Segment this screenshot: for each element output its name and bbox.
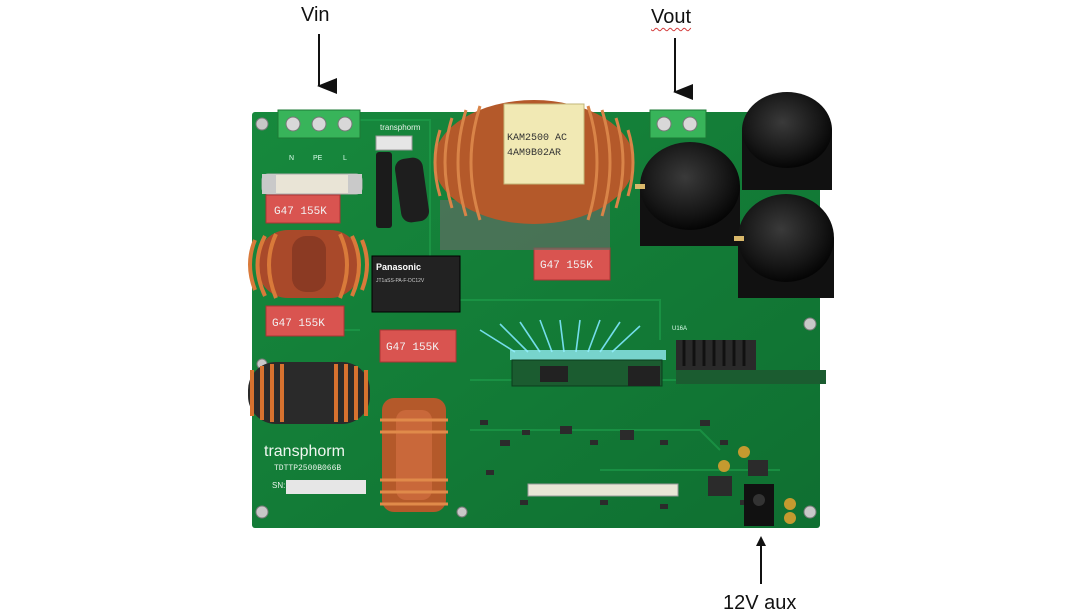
svg-text:Panasonic: Panasonic	[376, 262, 421, 272]
heatsink: U16A	[672, 326, 826, 384]
aux-power-jack	[744, 484, 774, 526]
main-toroid-inductor: KAM2500 AC 4AM9B02AR	[433, 100, 635, 250]
svg-text:JT1aSS-PA-F-DC12V: JT1aSS-PA-F-DC12V	[376, 278, 425, 284]
emi-choke-1	[248, 230, 369, 299]
svg-text:G47 155K: G47 155K	[386, 342, 439, 354]
bulk-capacitor-1	[742, 92, 832, 190]
terminal-label-l: L	[343, 155, 347, 162]
aux-label: 12V aux	[723, 592, 797, 614]
part-number: TDTTP2500B066B	[274, 464, 341, 473]
control-circuitry	[480, 420, 768, 509]
film-capacitor-1: G47 155K	[265, 194, 341, 224]
svg-text:G47 155K: G47 155K	[272, 318, 325, 330]
svg-text:U16A: U16A	[672, 326, 687, 332]
brand-logo: transphorm	[264, 443, 345, 460]
output-terminal-block	[649, 109, 707, 139]
vin-label: Vin	[301, 4, 330, 26]
emi-choke-3	[380, 398, 448, 512]
input-terminal-block	[277, 109, 361, 139]
svg-text:KAM2500 AC: KAM2500 AC	[507, 133, 567, 144]
terminal-label-pe: PE	[313, 155, 323, 162]
vout-label: Vout	[651, 6, 692, 28]
svg-text:G47 155K: G47 155K	[274, 206, 327, 218]
terminal-label-n: N	[289, 155, 294, 162]
film-capacitor-3: G47 155K	[379, 329, 457, 363]
emi-choke-2	[248, 362, 370, 424]
svg-text:G47 155K: G47 155K	[540, 260, 593, 272]
relay: Panasonic JT1aSS-PA-F-DC12V	[371, 255, 461, 313]
bulk-capacitor-2	[635, 142, 740, 246]
led-glow	[479, 319, 641, 353]
svg-text:4AM9B02AR: 4AM9B02AR	[507, 148, 561, 159]
serial-label: SN:	[272, 481, 285, 490]
top-brand: transphorm	[380, 123, 421, 132]
film-capacitor-2: G47 155K	[265, 305, 345, 337]
daughter-card	[527, 483, 679, 497]
fuse	[261, 173, 363, 195]
serial-field	[286, 480, 366, 494]
bulk-capacitor-3	[734, 194, 834, 298]
gan-module	[540, 366, 660, 386]
film-capacitor-4: G47 155K	[533, 247, 611, 281]
aux-arrow	[756, 536, 766, 584]
